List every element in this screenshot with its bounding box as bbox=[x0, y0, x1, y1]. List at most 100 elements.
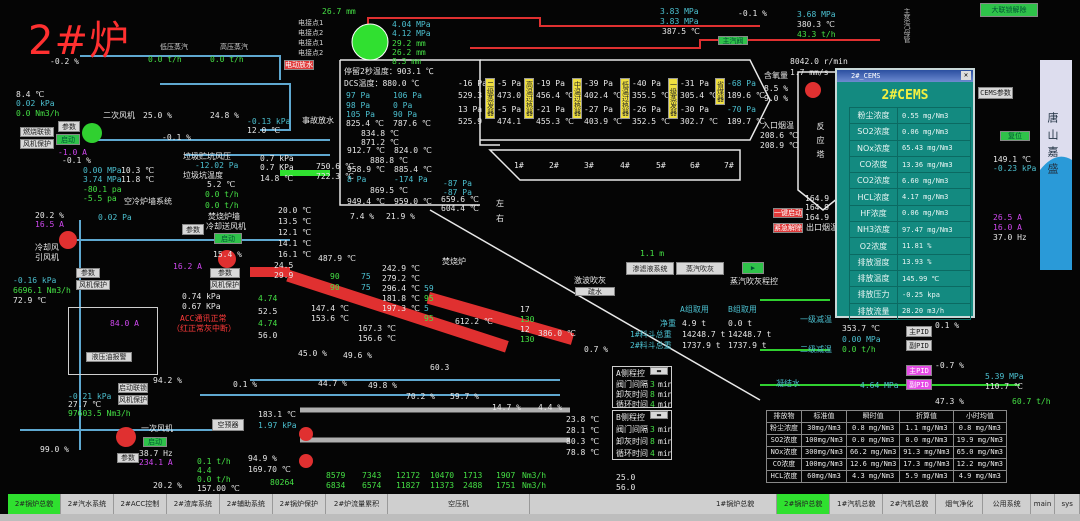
nav-tab-13[interactable]: 公用系统 bbox=[983, 494, 1031, 514]
nav-tab-5[interactable]: 2#锅炉保护 bbox=[273, 494, 326, 514]
reset-button[interactable]: 复位 bbox=[1000, 131, 1030, 141]
readout-f958: 958.9 ℃ bbox=[347, 165, 385, 174]
readout-g1: 4.74 bbox=[258, 294, 278, 303]
readout-bag4: 4# bbox=[620, 161, 630, 170]
readout-stk-p: -0.23 kPa bbox=[993, 164, 1037, 173]
nav-tab-1[interactable]: 2#汽水系统 bbox=[61, 494, 114, 514]
start2-button[interactable]: 启动 bbox=[214, 233, 242, 244]
readout-sah1: 25.0 % bbox=[143, 111, 172, 120]
readout-flub: Nm3/h bbox=[522, 481, 547, 490]
emissions-header: 瞬时值 bbox=[845, 410, 901, 423]
readout-sec-pct: -0.1 % bbox=[62, 156, 91, 165]
readout-pf-flow: 97603.5 Nm3/h bbox=[68, 409, 131, 418]
readout-pf-cur: 234.1 A bbox=[139, 458, 173, 467]
readout-fp105: 105 Pa bbox=[346, 110, 375, 119]
emissions-cell: 0.0 mg/Nm3 bbox=[845, 434, 901, 447]
readout-o2b: 9.0 % bbox=[764, 94, 789, 103]
aph-button[interactable]: 空预器 bbox=[212, 419, 244, 431]
nav-tab-0[interactable]: 2#锅炉总貌 bbox=[8, 494, 61, 514]
readout-sec-valve: -0.1 % bbox=[162, 133, 191, 142]
readout-ft3: 12.1 ℃ bbox=[278, 228, 312, 237]
leachate-button[interactable]: 渗滤液系统 bbox=[626, 262, 674, 275]
steam-valve-button[interactable]: 主汽阀 bbox=[718, 36, 748, 45]
readout-pit-p-lbl: 垃圾贮坑风压 bbox=[183, 152, 231, 161]
boiler-title: 2#炉 bbox=[28, 18, 130, 64]
nav-tab-6[interactable]: 2#炉流量累积 bbox=[326, 494, 389, 514]
emerg-button[interactable]: 紧急解除 bbox=[773, 223, 803, 233]
pid-main1-button[interactable]: 主PID bbox=[906, 326, 932, 337]
secondary-fan-motor bbox=[82, 123, 102, 143]
param4-button[interactable]: 参数 bbox=[210, 268, 240, 278]
nav-tab-12[interactable]: 烟气净化 bbox=[936, 494, 984, 514]
recirc-button[interactable]: 疏水 bbox=[575, 287, 615, 296]
a-play-button[interactable]: ▬ bbox=[650, 367, 668, 375]
readout-pf-p: -0.21 kPa bbox=[68, 392, 112, 401]
param1-button[interactable]: 参数 bbox=[58, 121, 80, 132]
start3-button[interactable]: 启动 bbox=[143, 437, 167, 447]
pid-sub1-button[interactable]: 副PID bbox=[906, 340, 932, 351]
readout-a-dis-v: 8 bbox=[650, 390, 655, 399]
emissions-cell: 12.6 mg/Nm3 bbox=[845, 458, 901, 471]
start-lock-button[interactable]: 启动联锁 bbox=[118, 383, 148, 393]
readout-o604: 604.4 ℃ bbox=[441, 204, 479, 213]
readout-fp106: 106 Pa bbox=[393, 91, 422, 100]
nav-tab-9[interactable]: 2#锅炉总貌 bbox=[777, 494, 831, 514]
b-play-button[interactable]: ▬ bbox=[650, 411, 668, 419]
cems-param-value: 28.20 m3/h bbox=[897, 302, 971, 320]
nav-tab-7[interactable]: 空压机 bbox=[388, 494, 531, 514]
readout-ds-t: 353.7 ℃ bbox=[842, 324, 880, 333]
readout-hx-p6a: -31 Pa bbox=[680, 79, 709, 88]
cems-param-button[interactable]: CEMS参数 bbox=[978, 87, 1013, 99]
chimney-water bbox=[1040, 156, 1072, 270]
readout-aph-p: 1.97 kPa bbox=[258, 421, 297, 430]
interlock-release-button[interactable]: 大联锁解除 bbox=[980, 3, 1038, 17]
readout-fan2-damper: -0.2 % bbox=[50, 57, 79, 66]
fan-prot-button[interactable]: 风机保护 bbox=[20, 139, 54, 149]
cems-title-bar[interactable]: 2#_CEMS✕ bbox=[837, 70, 973, 82]
readout-left: 左 bbox=[496, 199, 504, 208]
pid-sub2-button[interactable]: 副PID bbox=[906, 379, 932, 390]
fan-prot2-button[interactable]: 风机保护 bbox=[76, 280, 110, 290]
steam-soot-button[interactable]: 蒸汽吹灰 bbox=[676, 262, 724, 275]
nav-tab-2[interactable]: 2#ACC控制 bbox=[114, 494, 167, 514]
readout-fl3b: 11827 bbox=[396, 481, 421, 490]
fan-prot4-button[interactable]: 风机保护 bbox=[118, 395, 148, 405]
param3-button[interactable]: 参数 bbox=[76, 268, 100, 278]
readout-hyd-cur: 84.0 A bbox=[110, 319, 139, 328]
nav-tab-3[interactable]: 2#渣库系统 bbox=[167, 494, 220, 514]
nav-tab-10[interactable]: 1#汽机总貌 bbox=[830, 494, 884, 514]
nav-tab-14[interactable]: main bbox=[1031, 494, 1056, 514]
readout-pid-v1: 0.1 % bbox=[935, 321, 960, 330]
readout-fw-v: 47.3 % bbox=[935, 397, 964, 406]
one-key-button[interactable]: 一键启动 bbox=[773, 208, 803, 218]
cems-param-name: NOx浓度 bbox=[849, 139, 898, 157]
readout-f869: 869.5 ℃ bbox=[370, 186, 408, 195]
label-tower: 反应塔 bbox=[816, 122, 825, 164]
nav-tab-4[interactable]: 2#辅助系统 bbox=[220, 494, 273, 514]
air-duct bbox=[90, 139, 330, 156]
hyd-alarm-button[interactable]: 液压油报警 bbox=[86, 352, 132, 362]
param5-button[interactable]: 参数 bbox=[117, 453, 139, 463]
nav-tab-8[interactable]: 1#锅炉总貌 bbox=[694, 494, 778, 514]
param2-button[interactable]: 参数 bbox=[182, 224, 204, 235]
grate-air-ducts bbox=[300, 407, 570, 443]
cems-param-value: 0.55 mg/Nm3 bbox=[897, 106, 971, 125]
burn-lock-button[interactable]: 燃烧联锁 bbox=[20, 127, 54, 137]
nav-tab-15[interactable]: sys bbox=[1055, 494, 1080, 514]
readout-d702: 70.2 % bbox=[406, 392, 435, 401]
label-hx4: 低温过热器 bbox=[620, 78, 630, 119]
close-icon[interactable]: ✕ bbox=[961, 71, 971, 80]
play-button[interactable]: ▶ bbox=[742, 262, 764, 274]
readout-fp0: 0 Pa bbox=[393, 101, 413, 110]
grate-section-1 bbox=[286, 270, 509, 353]
readout-hx-t5a: 355.5 ℃ bbox=[632, 91, 670, 100]
readout-ft4: 14.1 ℃ bbox=[278, 239, 312, 248]
fan-prot3-button[interactable]: 风机保护 bbox=[210, 280, 240, 290]
start1-button[interactable]: 启动 bbox=[56, 134, 80, 145]
nav-tab-11[interactable]: 2#汽机总貌 bbox=[883, 494, 937, 514]
drain-button[interactable]: 电动放水 bbox=[284, 60, 314, 70]
pid-main2-button[interactable]: 主PID bbox=[906, 365, 932, 376]
